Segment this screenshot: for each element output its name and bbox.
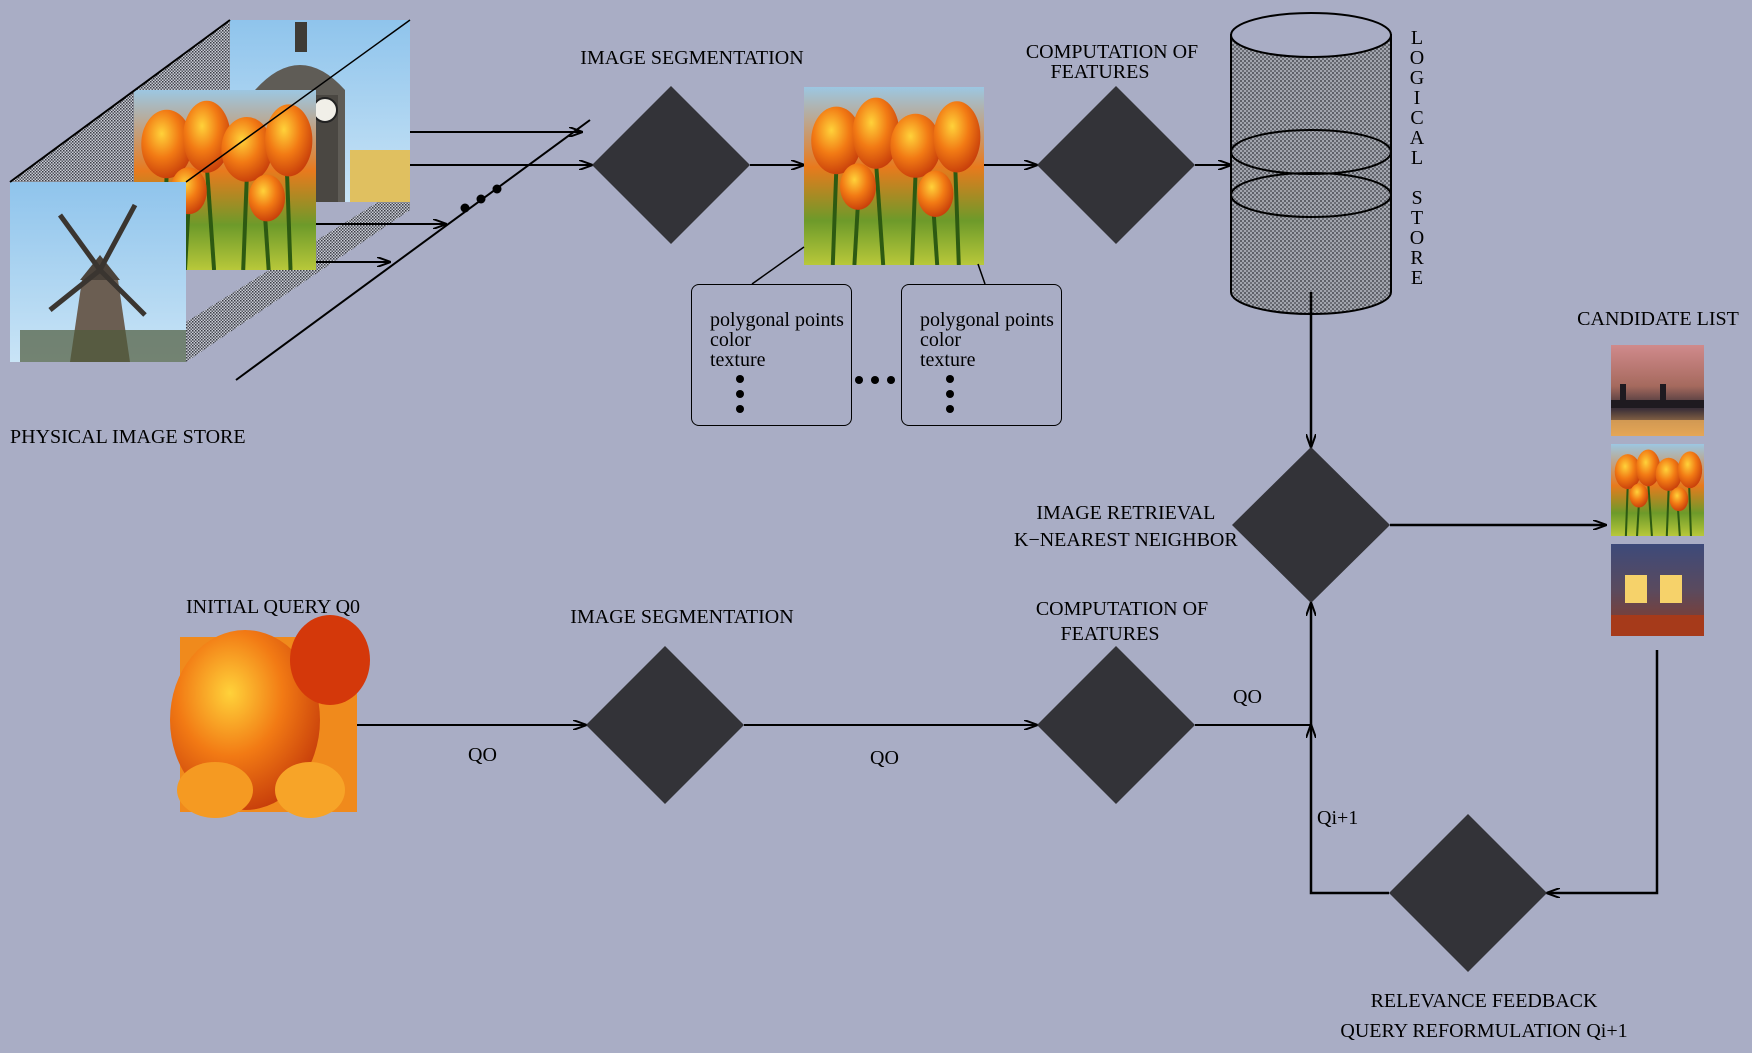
retrieval-label-line-2: K−NEAREST NEIGHBOR <box>1014 529 1238 551</box>
feedback-label-line-1: RELEVANCE FEEDBACK <box>1370 990 1598 1012</box>
initial-query-photo <box>170 615 370 818</box>
logical-store-letter: O <box>1409 227 1425 249</box>
leader-line-left <box>751 246 805 285</box>
feature-box-1-line-1: polygonal points <box>710 309 844 331</box>
segmentation-diamond-bottom <box>586 646 744 804</box>
logical-store-letter: R <box>1410 247 1424 269</box>
feature-box-1: polygonal points color texture <box>691 284 852 426</box>
ellipsis-dots <box>460 184 502 213</box>
logical-store-letter: E <box>1410 267 1424 289</box>
box-ellipsis-dots <box>736 375 954 413</box>
features-diamond-top <box>1037 86 1195 244</box>
logical-store-letter: C <box>1410 107 1424 129</box>
feature-box-2-line-3: texture <box>920 349 976 371</box>
logical-store-letter: G <box>1409 67 1425 89</box>
city-bridge-night-photo <box>1611 345 1704 436</box>
logical-store-letter: I <box>1413 87 1421 109</box>
logical-store-cylinder <box>1230 12 1392 315</box>
qi1-label: Qi+1 <box>1317 807 1359 829</box>
feature-box-2-line-1: polygonal points <box>920 309 1054 331</box>
features-label-bottom-line-2: FEATURES <box>1060 623 1160 645</box>
logical-store-letter: S <box>1411 187 1423 209</box>
tulips-photo <box>1611 444 1704 536</box>
qo-label-2: QO <box>870 747 899 769</box>
store-bottom-face <box>186 182 410 362</box>
logical-store-letter: T <box>1410 207 1424 229</box>
features-label-top: COMPUTATION OF FEATURES <box>1026 42 1198 82</box>
features-label-bottom-line-1: COMPUTATION OF <box>1035 598 1209 620</box>
feedback-label-line-2: QUERY REFORMULATION Qi+1 <box>1340 1020 1628 1042</box>
windmill-photo <box>10 182 186 362</box>
logical-store-letter: L <box>1410 27 1424 49</box>
retrieval-label-line-1: IMAGE RETRIEVAL <box>1036 502 1216 524</box>
feature-box-1-line-3: texture <box>710 349 766 371</box>
segmented-tulips-photo <box>804 87 984 265</box>
qo-label-3: QO <box>1233 686 1262 708</box>
physical-image-store <box>9 19 591 381</box>
feature-box-2-line-2: color <box>920 329 962 351</box>
feature-box-1-line-2: color <box>710 329 752 351</box>
segmentation-label-bottom: IMAGE SEGMENTATION <box>570 606 794 628</box>
physical-store-label: PHYSICAL IMAGE STORE <box>10 426 246 448</box>
leader-line-right <box>977 263 986 285</box>
features-diamond-bottom <box>1037 646 1195 804</box>
store-to-segmentation-arrows <box>316 132 592 262</box>
candidate-list-images <box>1611 345 1704 636</box>
logical-store-letter: L <box>1410 147 1424 169</box>
initial-query-label: INITIAL QUERY Q0 <box>185 596 361 618</box>
candidates-to-feedback-arrow <box>1547 650 1659 893</box>
candidate-list-label: CANDIDATE LIST <box>1577 308 1739 330</box>
retrieval-diamond <box>1232 447 1390 603</box>
features-label-top-line-1: COMPUTATION OF <box>1025 41 1199 63</box>
features-label-top-line-2: FEATURES <box>1050 61 1150 83</box>
feedback-diamond <box>1389 814 1547 972</box>
building-night-photo <box>1611 544 1704 636</box>
qo-label-1: QO <box>468 744 497 766</box>
retrieval-label: IMAGE RETRIEVAL K−NEAREST NEIGHBOR <box>1014 500 1238 554</box>
segmentation-label-top: IMAGE SEGMENTATION <box>580 47 804 69</box>
feedback-label: RELEVANCE FEEDBACK QUERY REFORMULATION Q… <box>1340 986 1627 1046</box>
features-label-bottom: COMPUTATION OF FEATURES <box>1036 597 1208 647</box>
logical-store-letter: A <box>1409 127 1425 149</box>
logical-store-letter <box>1407 168 1427 188</box>
feature-box-2: polygonal points color texture <box>901 284 1062 426</box>
logical-store-letter: O <box>1409 47 1425 69</box>
segmentation-diamond-top <box>592 86 750 244</box>
feedback-to-retrieval-arrow <box>1311 725 1389 895</box>
